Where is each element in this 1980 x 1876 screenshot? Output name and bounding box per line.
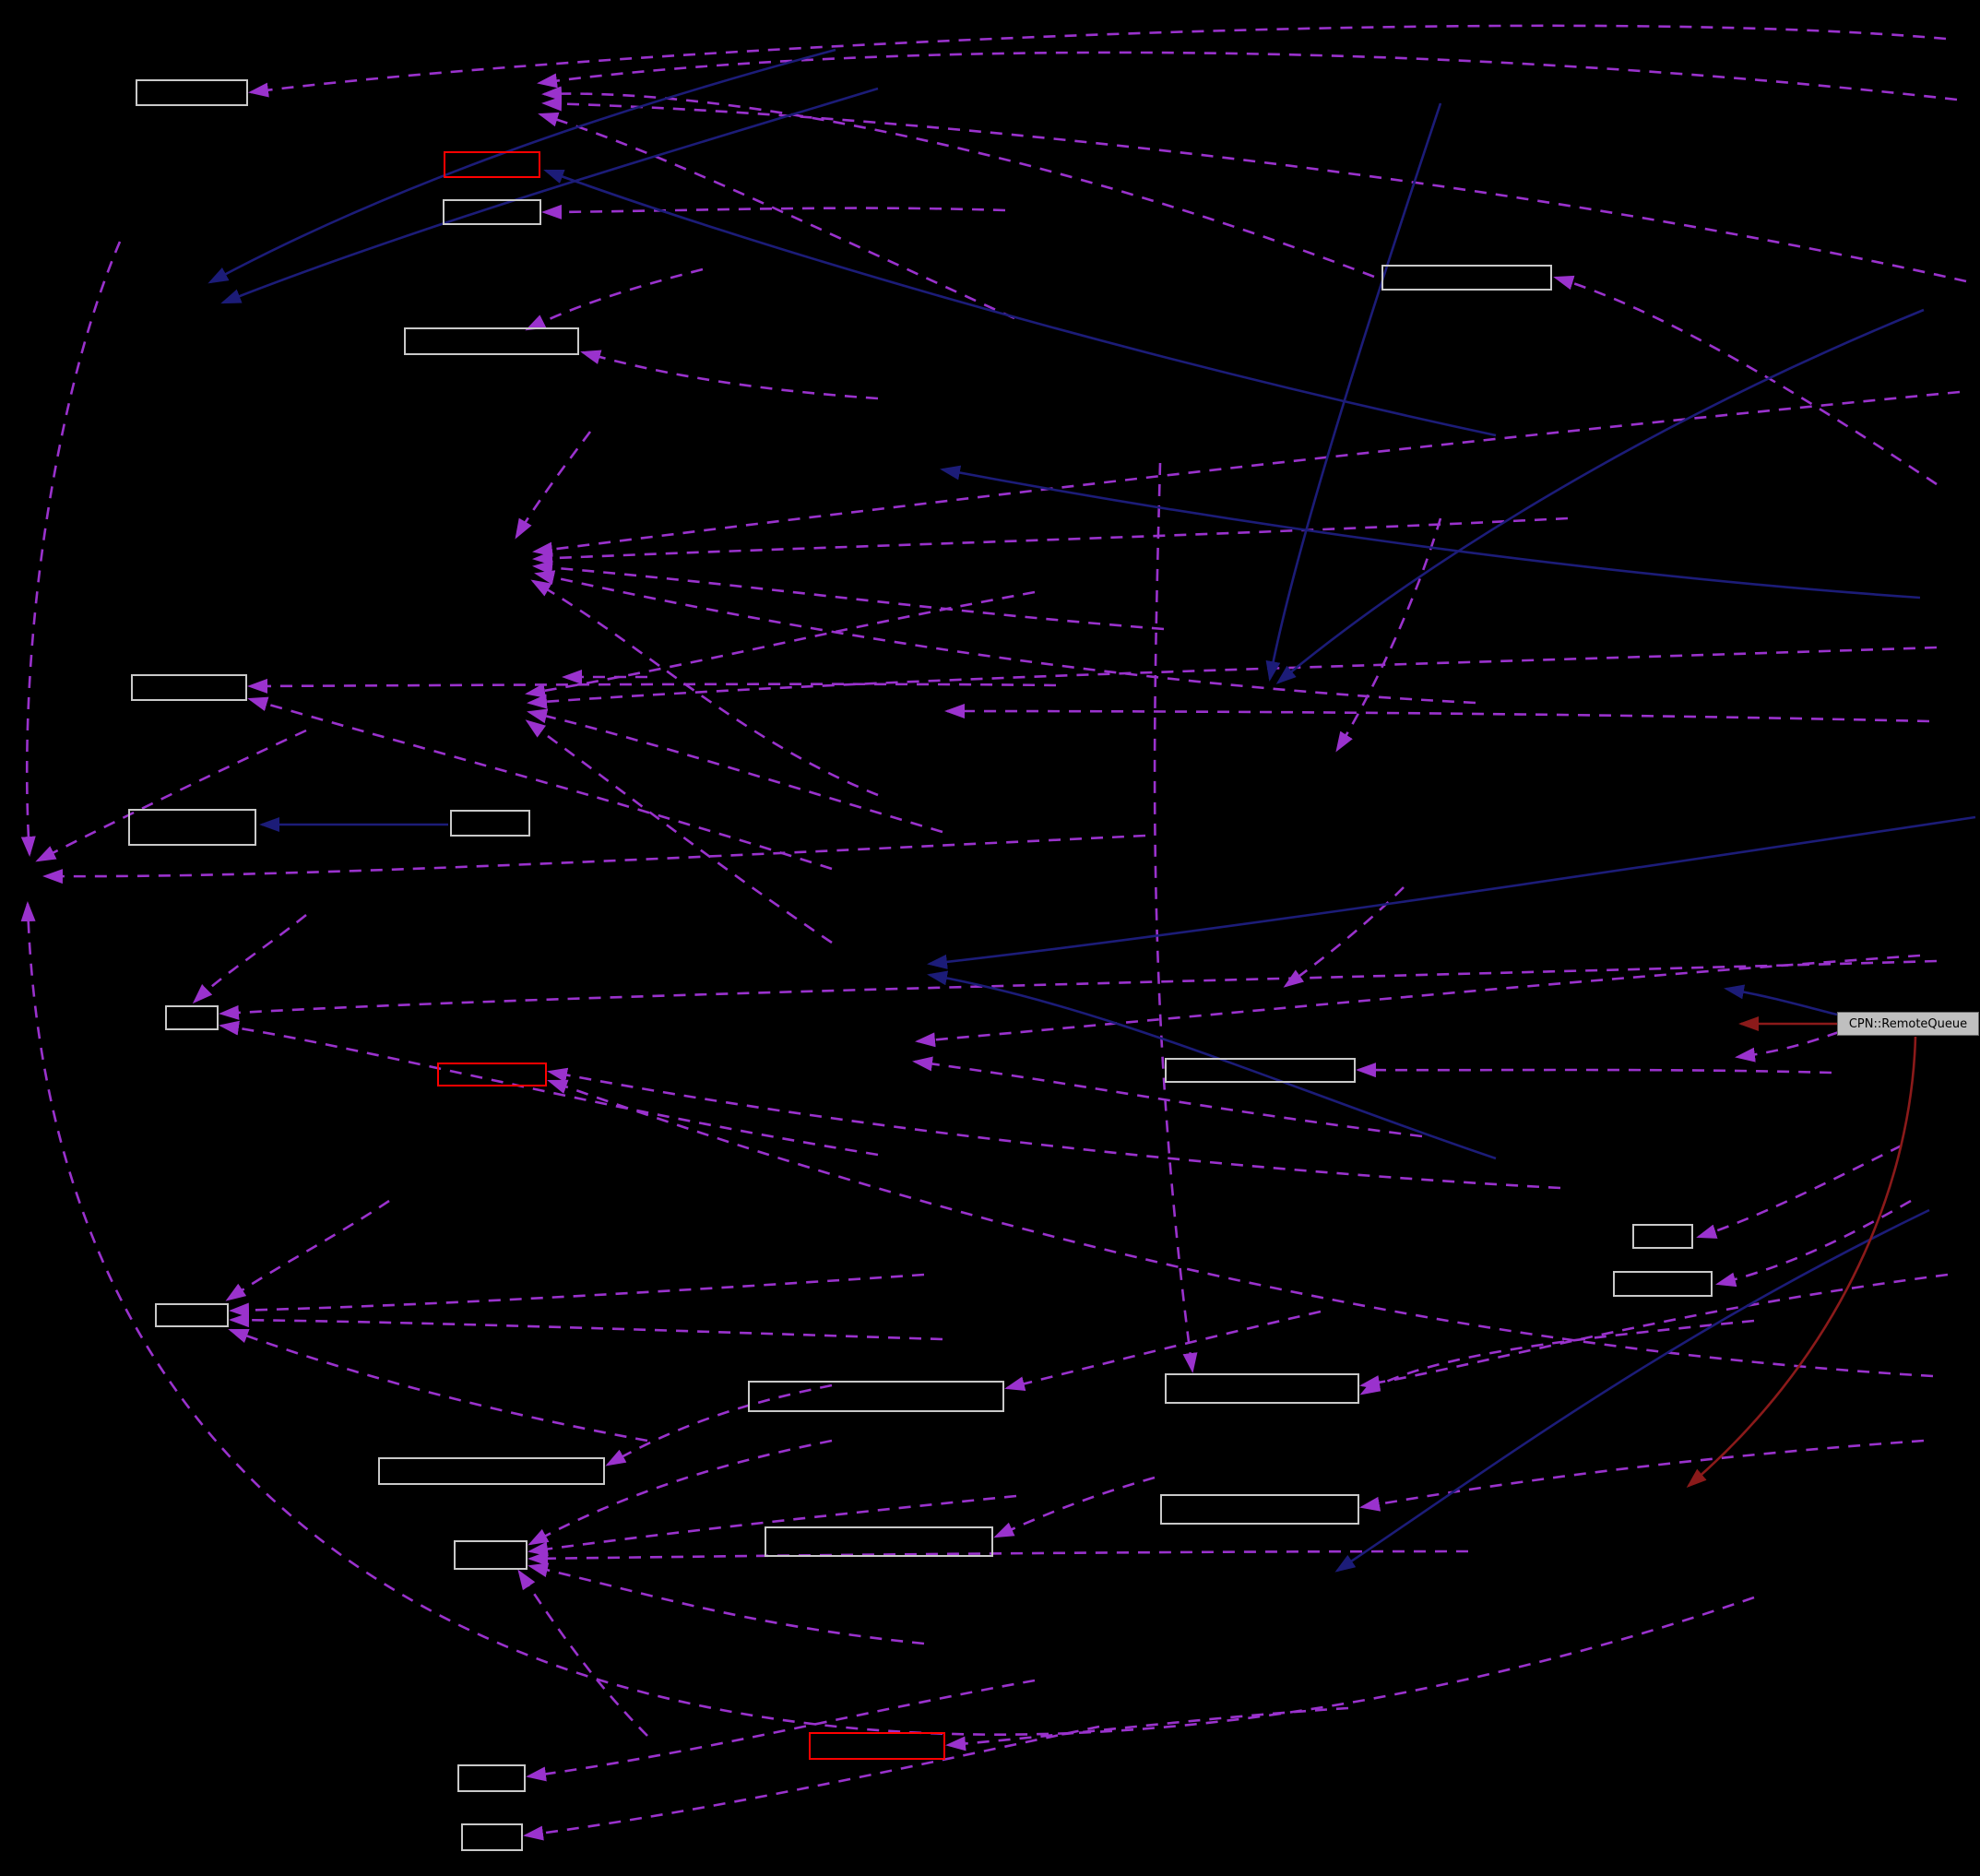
graph-edge <box>517 1569 648 1737</box>
graph-node[interactable] <box>454 1540 528 1570</box>
graph-edge <box>1696 1144 1903 1239</box>
graph-edge <box>547 1079 1934 1378</box>
graph-edge <box>944 704 1930 723</box>
graph-edge <box>541 86 1375 279</box>
graph-edge <box>515 431 592 540</box>
graph-edge <box>207 48 836 284</box>
graph-edge <box>915 954 1921 1048</box>
graph-edge <box>229 1273 925 1318</box>
graph-edge <box>537 51 1958 101</box>
graph-edge <box>1724 984 1838 1016</box>
graph-edge <box>538 112 1015 320</box>
graph-edge <box>247 696 833 871</box>
graph-edge <box>543 169 1497 437</box>
graph-edge <box>532 390 1961 557</box>
graph-edge <box>219 1020 879 1157</box>
graph-node[interactable] <box>1381 265 1552 291</box>
graph-edge <box>1265 102 1442 682</box>
graph-edge <box>1283 886 1405 988</box>
graph-edge <box>42 834 1146 885</box>
graph-edge <box>547 1067 1561 1190</box>
graph-edge <box>927 815 1976 969</box>
graph-edge <box>1359 1319 1755 1395</box>
graph-edge <box>1359 1273 1949 1390</box>
graph-edge <box>248 24 1947 98</box>
graph-node[interactable] <box>155 1303 229 1327</box>
graph-edge <box>528 1562 925 1645</box>
graph-edge <box>1004 1310 1322 1392</box>
graph-edge <box>532 560 1165 631</box>
graph-edge <box>1553 275 1938 486</box>
graph-edge <box>525 719 833 944</box>
graph-edge <box>35 729 307 862</box>
graph-edge <box>192 913 307 1004</box>
graph-edge <box>20 901 1755 1736</box>
graph-node[interactable] <box>1165 1373 1359 1404</box>
graph-edge <box>229 1312 943 1341</box>
graph-node[interactable] <box>165 1005 219 1030</box>
graph-edge <box>532 516 1569 566</box>
graph-edge <box>1715 1199 1912 1288</box>
graph-edge <box>580 350 879 400</box>
graph-node-root: CPN::RemoteQueue <box>1837 1012 1979 1036</box>
graph-edge <box>527 646 1938 709</box>
graph-edge <box>20 241 122 857</box>
graph-edge <box>1686 1036 1917 1488</box>
graph-node[interactable] <box>131 674 247 701</box>
graph-edge <box>534 570 1476 705</box>
graph-edge <box>1334 1208 1930 1573</box>
graph-node[interactable] <box>136 79 248 106</box>
graph-node[interactable] <box>1160 1494 1359 1525</box>
graph-edge <box>1359 1439 1925 1512</box>
graph-node[interactable] <box>444 151 540 178</box>
graph-edge <box>993 1476 1156 1538</box>
graph-node[interactable] <box>437 1063 547 1086</box>
graph-edge <box>523 1725 1100 1841</box>
graph-node[interactable] <box>748 1381 1004 1412</box>
graph-node[interactable] <box>1632 1224 1693 1249</box>
graph-edge <box>528 1439 833 1546</box>
graph-edge <box>1275 308 1925 684</box>
graph-node[interactable] <box>128 809 256 846</box>
graph-edge <box>526 1679 1036 1782</box>
graph-edge <box>1335 517 1442 753</box>
graph-node[interactable] <box>443 199 541 225</box>
graph-node[interactable] <box>404 327 579 355</box>
graph-edge <box>527 708 943 834</box>
graph-edge <box>525 267 704 331</box>
graph-node[interactable] <box>457 1764 526 1792</box>
graph-edge <box>228 1328 648 1443</box>
graph-node[interactable] <box>461 1823 523 1851</box>
graph-edge <box>247 678 1057 694</box>
graph-edge <box>541 204 1006 220</box>
graph-edge <box>528 1549 1469 1566</box>
graph-node[interactable] <box>765 1526 993 1557</box>
graph-edge <box>219 959 1938 1020</box>
graph-node[interactable] <box>1165 1058 1356 1083</box>
graph-node[interactable] <box>450 810 530 837</box>
graph-edge <box>225 1199 390 1301</box>
graph-edge <box>927 970 1497 1160</box>
graph-edge <box>940 465 1921 600</box>
graph-edge <box>220 87 879 304</box>
graph-edge <box>541 96 1967 283</box>
graph-edge <box>1735 1030 1840 1063</box>
graph-edge <box>525 590 1036 698</box>
graph-edge <box>1153 462 1198 1373</box>
graph-node[interactable] <box>809 1732 945 1760</box>
graph-edge <box>912 1056 1423 1138</box>
graph-edge <box>945 1706 1349 1751</box>
graph-node[interactable] <box>378 1457 605 1485</box>
graph-edge <box>528 1494 1017 1557</box>
graph-edge <box>1356 1063 1832 1078</box>
graph-node[interactable] <box>1613 1271 1713 1297</box>
